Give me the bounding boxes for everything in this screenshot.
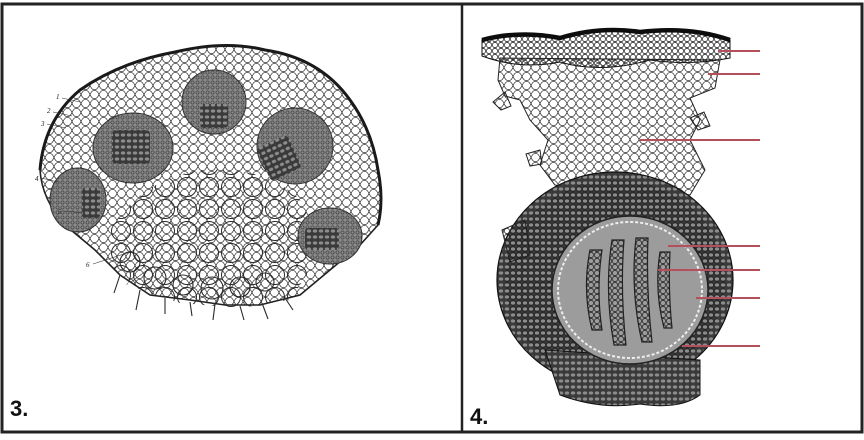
panel-4-section — [482, 30, 760, 406]
stele — [552, 216, 708, 364]
leader-number-3: 3 — [40, 120, 45, 128]
vascular-bundle-3 — [256, 108, 333, 184]
vascular-bundle-1 — [93, 113, 173, 183]
vascular-bundle-4 — [50, 168, 106, 232]
leader-number-4: 4 — [35, 175, 39, 183]
panel-3-label: 3. — [10, 396, 28, 422]
panel-3-stem-section: 1 2 3 4 5 6 7 — [35, 45, 381, 320]
leader-number-7: 7 — [126, 279, 130, 287]
vascular-bundle-2 — [182, 70, 246, 134]
leader-number-6: 6 — [86, 261, 90, 269]
leader-number-2: 2 — [47, 107, 51, 115]
panel-4-label: 4. — [470, 404, 488, 430]
leader-number-1: 1 — [56, 93, 60, 101]
leader-number-5: 5 — [58, 208, 62, 216]
vascular-bundle-5 — [298, 208, 362, 264]
